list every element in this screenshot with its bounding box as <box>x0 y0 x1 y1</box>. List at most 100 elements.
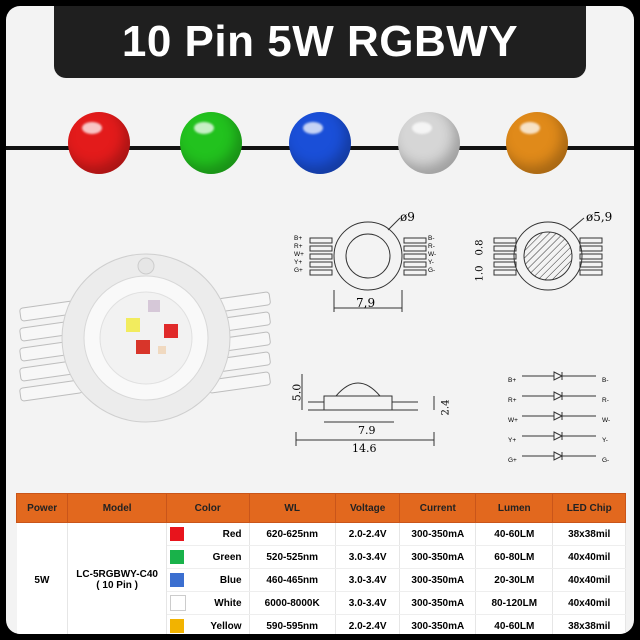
schematic-label: G- <box>602 457 610 464</box>
col-header: Voltage <box>334 493 401 523</box>
color-cell: Green <box>166 545 250 569</box>
schematic-label: W- <box>602 417 611 424</box>
wl-cell: 460-465nm <box>249 568 336 592</box>
inner-width-label: 7.9 <box>358 424 376 437</box>
col-header: LED Chip <box>552 493 626 523</box>
voltage-cell: 3.0-3.4V <box>335 545 401 569</box>
col-header: Power <box>15 493 69 523</box>
wl-cell: 590-595nm <box>249 614 336 634</box>
voltage-cell: 2.0-2.4V <box>335 522 401 546</box>
schematic-label: Y+ <box>508 437 517 444</box>
spec-table: Power Model Color WL Voltage Current Lum… <box>15 493 626 634</box>
color-swatch <box>169 550 184 564</box>
color-name: Yellow <box>210 620 242 632</box>
chip-cell: 40x40mil <box>552 568 626 592</box>
chip-cell: 38x38mil <box>552 522 626 546</box>
wl-cell: 520-525nm <box>249 545 336 569</box>
current-cell: 300-350mA <box>399 568 477 592</box>
model-pins: ( 10 Pin ) <box>96 580 138 591</box>
col-header: Color <box>165 493 250 523</box>
schematic-label: Y- <box>602 437 608 444</box>
color-name: Green <box>212 551 242 563</box>
pin-label: W+ <box>294 251 304 258</box>
power-cell: 5W <box>16 522 69 634</box>
dim-a-label: 0.8 <box>474 239 486 256</box>
yellow-led-ball <box>506 112 568 174</box>
col-header: WL <box>248 493 336 523</box>
red-led-ball <box>68 112 130 174</box>
color-swatch <box>169 619 184 633</box>
col-header: Model <box>67 493 167 523</box>
pin-labels-right: B- R- W- Y- G- <box>428 235 436 275</box>
pin-label: G- <box>428 267 436 274</box>
schematic-label: B+ <box>508 377 517 384</box>
color-swatch <box>169 595 186 611</box>
pin-label: B+ <box>294 235 303 242</box>
voltage-cell: 2.0-2.4V <box>335 614 401 634</box>
voltage-cell: 3.0-3.4V <box>335 591 401 615</box>
page-title: 10 Pin 5W RGBWY <box>121 17 519 66</box>
pin-label: W- <box>428 251 437 258</box>
current-cell: 300-350mA <box>399 614 477 634</box>
pin-label: G+ <box>294 267 303 274</box>
current-cell: 300-350mA <box>399 591 477 615</box>
color-name: Red <box>222 528 242 540</box>
pin-label: Y- <box>428 259 434 266</box>
pin-labels-left: B+ R+ W+ Y+ G+ <box>294 235 304 275</box>
col-header: Current <box>399 493 477 523</box>
side-view-dimension-diagram <box>295 374 435 446</box>
width-label: 7,9 <box>356 296 376 310</box>
pin-label: Y+ <box>294 259 303 266</box>
schematic-label: B- <box>602 377 609 384</box>
pin-label: B- <box>428 235 435 242</box>
table-row: Green 520-525nm 3.0-3.4V 300-350mA 60-80… <box>17 545 626 569</box>
model-cell: LC-5RGBWY-C40 ( 10 Pin ) <box>67 522 167 634</box>
col-header: Lumen <box>475 493 554 523</box>
green-led-ball <box>180 112 242 174</box>
lumen-cell: 60-80LM <box>475 545 554 569</box>
chip-cell: 38x38mil <box>552 614 626 634</box>
chip-cell: 40x40mil <box>552 545 626 569</box>
lumen-cell: 20-30LM <box>475 568 554 592</box>
color-cell: Red <box>166 522 250 546</box>
color-name: Blue <box>219 574 242 586</box>
schematic-label: G+ <box>508 457 517 464</box>
table-header-row: Power Model Color WL Voltage Current Lum… <box>15 493 626 523</box>
lead-label: 2.4 <box>440 399 452 416</box>
title-bar: 10 Pin 5W RGBWY <box>54 6 586 78</box>
color-cell: White <box>166 591 250 615</box>
schematic-labels-right: B- R- W- Y- G- <box>602 371 610 471</box>
table-row: Blue 460-465nm 3.0-3.4V 300-350mA 20-30L… <box>17 568 626 592</box>
schematic-label: W+ <box>508 417 518 424</box>
current-cell: 300-350mA <box>399 545 477 569</box>
model-name: LC-5RGBWY-C40 <box>76 569 158 580</box>
voltage-cell: 3.0-3.4V <box>335 568 401 592</box>
pin-label: R+ <box>294 243 303 250</box>
circuit-schematic <box>522 371 596 461</box>
color-cell: Blue <box>166 568 250 592</box>
top-view-dimension-diagram <box>309 217 427 312</box>
height-label: 5.0 <box>290 383 304 402</box>
diameter-label-back: ø5,9 <box>586 210 613 224</box>
lumen-cell: 80-120LM <box>475 591 554 615</box>
back-view-dimension-diagram <box>493 217 603 291</box>
diameter-label: ø9 <box>400 210 415 224</box>
outer-width-label: 14.6 <box>352 442 377 455</box>
wl-cell: 620-625nm <box>249 522 336 546</box>
table-row: Yellow 590-595nm 2.0-2.4V 300-350mA 40-6… <box>17 614 626 634</box>
lumen-cell: 40-60LM <box>475 522 554 546</box>
chip-cell: 40x40mil <box>552 591 626 615</box>
color-cell: Yellow <box>166 614 250 634</box>
dim-b-label: 1.0 <box>474 265 486 282</box>
led-product-photo <box>19 253 271 423</box>
white-led-ball <box>398 112 460 174</box>
schematic-label: R- <box>602 397 609 404</box>
color-swatch <box>169 527 184 541</box>
current-cell: 300-350mA <box>399 522 477 546</box>
table-row: White 6000-8000K 3.0-3.4V 300-350mA 80-1… <box>17 591 626 615</box>
table-row: 5W LC-5RGBWY-C40 ( 10 Pin ) Red 620-625n… <box>16 522 626 634</box>
pin-label: R- <box>428 243 435 250</box>
color-swatch <box>169 573 184 587</box>
blue-led-ball <box>289 112 351 174</box>
color-name: White <box>214 597 242 609</box>
